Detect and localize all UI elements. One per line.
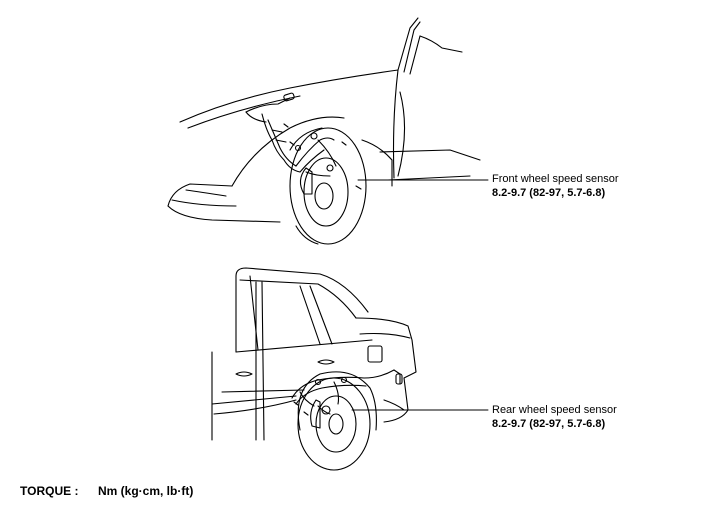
front-car-illustration	[168, 18, 480, 222]
front-sensor-label: Front wheel speed sensor	[492, 173, 619, 185]
rear-sensor-harness	[292, 370, 403, 415]
torque-units-legend: TORQUE : Nm (kg·cm, lb·ft)	[20, 484, 193, 498]
torque-units: Nm (kg·cm, lb·ft)	[98, 484, 194, 498]
rear-hub	[329, 414, 343, 434]
torque-label: TORQUE :	[20, 484, 79, 498]
front-hub	[315, 183, 333, 209]
rear-car-illustration	[212, 268, 416, 440]
rear-sensor-label: Rear wheel speed sensor	[492, 404, 617, 416]
rear-wheel-illustration	[298, 372, 376, 470]
front-tire	[290, 128, 366, 244]
rear-rim	[316, 396, 356, 452]
front-rim	[304, 158, 348, 226]
front-sensor-torque-spec: 8.2-9.7 (82-97, 5.7-6.8)	[492, 187, 606, 199]
front-sensor-harness	[246, 92, 361, 189]
rear-tire	[298, 378, 370, 470]
rear-sensor-torque-spec: 8.2-9.7 (82-97, 5.7-6.8)	[492, 418, 606, 430]
front-wheel-illustration	[290, 128, 366, 244]
